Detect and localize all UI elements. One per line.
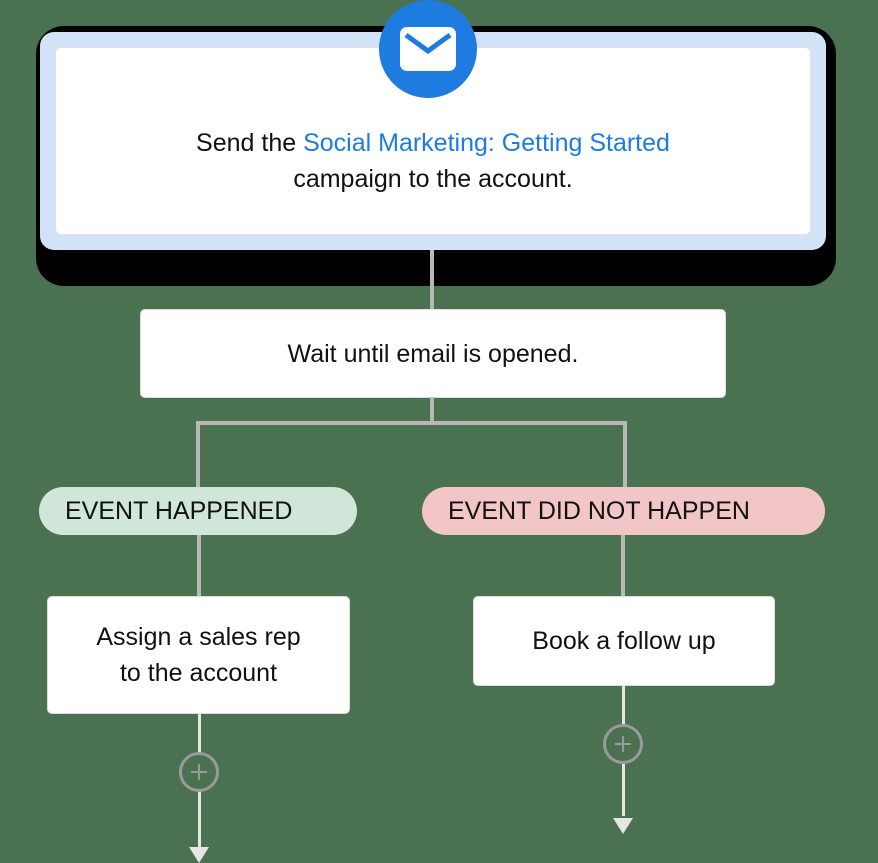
event-did-not-happen-badge: EVENT DID NOT HAPPEN — [422, 487, 825, 535]
event-happened-label: EVENT HAPPENED — [65, 496, 293, 525]
book-follow-up-label: Book a follow up — [532, 627, 716, 655]
assign-line-2: to the account — [119, 659, 278, 687]
connector — [623, 421, 627, 489]
book-follow-up-step[interactable]: Book a follow up — [473, 596, 775, 686]
add-step-button[interactable] — [603, 724, 643, 764]
event-happened-badge: EVENT HAPPENED — [39, 487, 357, 535]
campaign-link[interactable]: Social Marketing: Getting Started — [303, 129, 670, 157]
send-campaign-text: Send the Social Marketing: Getting Start… — [196, 125, 670, 197]
envelope-icon — [379, 0, 477, 98]
connector — [430, 250, 434, 310]
connector — [196, 421, 200, 489]
connector — [430, 397, 434, 422]
send-prefix: Send the — [196, 129, 304, 157]
arrow-down-icon — [613, 818, 633, 834]
wait-step[interactable]: Wait until email is opened. — [140, 309, 726, 398]
connector — [196, 421, 627, 425]
send-campaign-card: Send the Social Marketing: Getting Start… — [55, 47, 811, 235]
event-did-not-happen-label: EVENT DID NOT HAPPEN — [448, 496, 750, 525]
send-suffix: campaign to the account. — [293, 165, 573, 193]
connector — [197, 535, 201, 598]
arrow-down-icon — [189, 847, 209, 863]
connector — [621, 535, 625, 598]
assign-line-1: Assign a sales rep — [96, 623, 301, 651]
add-step-button[interactable] — [179, 752, 219, 792]
wait-step-label: Wait until email is opened. — [287, 339, 579, 368]
assign-sales-rep-step[interactable]: Assign a sales rep to the account — [47, 596, 350, 714]
